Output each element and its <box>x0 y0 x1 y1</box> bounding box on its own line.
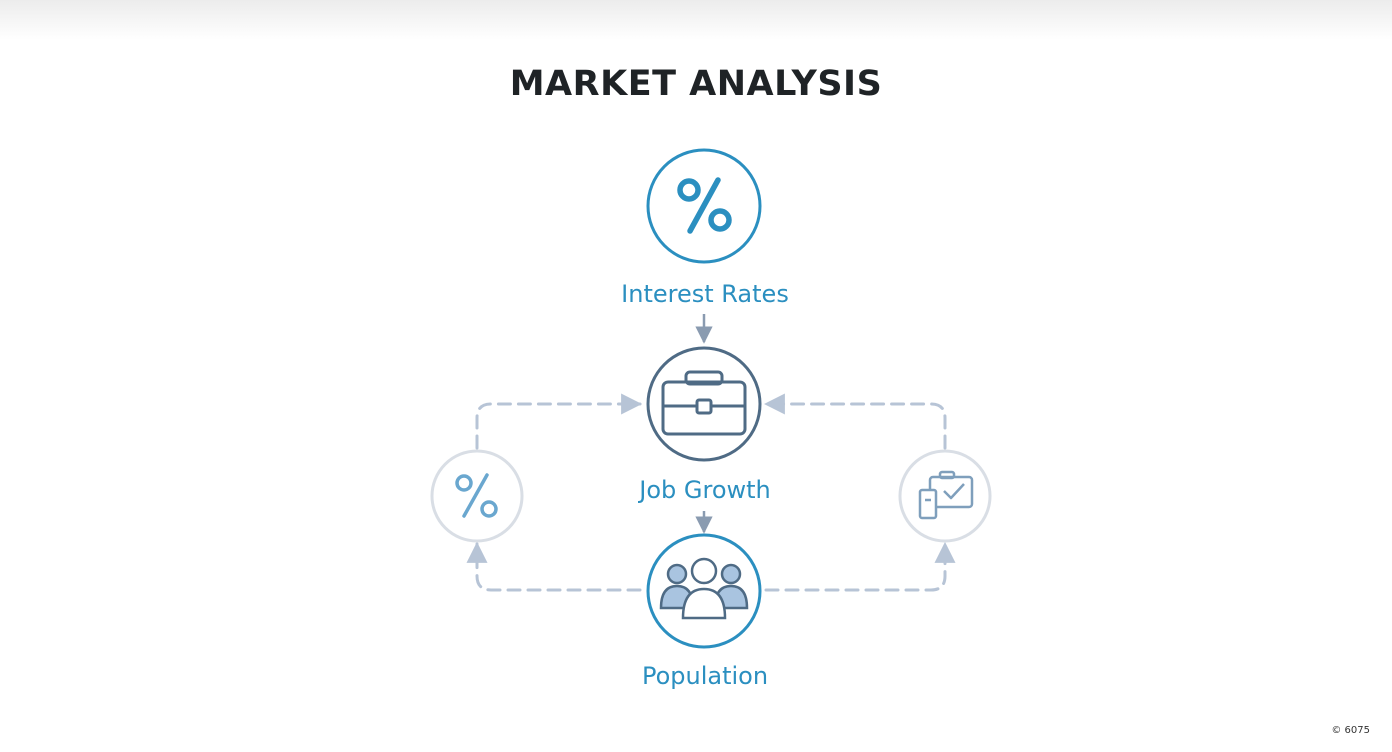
connector-left-bottom <box>466 541 642 592</box>
node-right-satellite <box>898 449 992 543</box>
label-job-growth: Job Growth <box>639 476 771 504</box>
connector-right-top <box>763 393 947 450</box>
people-icon <box>659 557 749 620</box>
connector-left-top <box>475 393 643 450</box>
percent-icon <box>677 177 732 234</box>
node-left-satellite <box>430 449 524 543</box>
node-interest-rates <box>646 148 762 264</box>
node-population <box>646 533 762 649</box>
briefcase-checkmark-icon <box>918 470 974 520</box>
node-job-growth <box>646 346 762 462</box>
label-population: Population <box>641 662 769 690</box>
briefcase-icon <box>661 370 747 436</box>
page-title: MARKET ANALYSIS <box>509 64 883 104</box>
watermark: © 6075 <box>1331 725 1370 736</box>
percent-icon <box>455 473 498 518</box>
label-interest-rates: Interest Rates <box>621 280 789 308</box>
connector-right-bottom <box>764 541 956 592</box>
top-shadow <box>0 0 1392 40</box>
connector-loops <box>466 393 956 592</box>
